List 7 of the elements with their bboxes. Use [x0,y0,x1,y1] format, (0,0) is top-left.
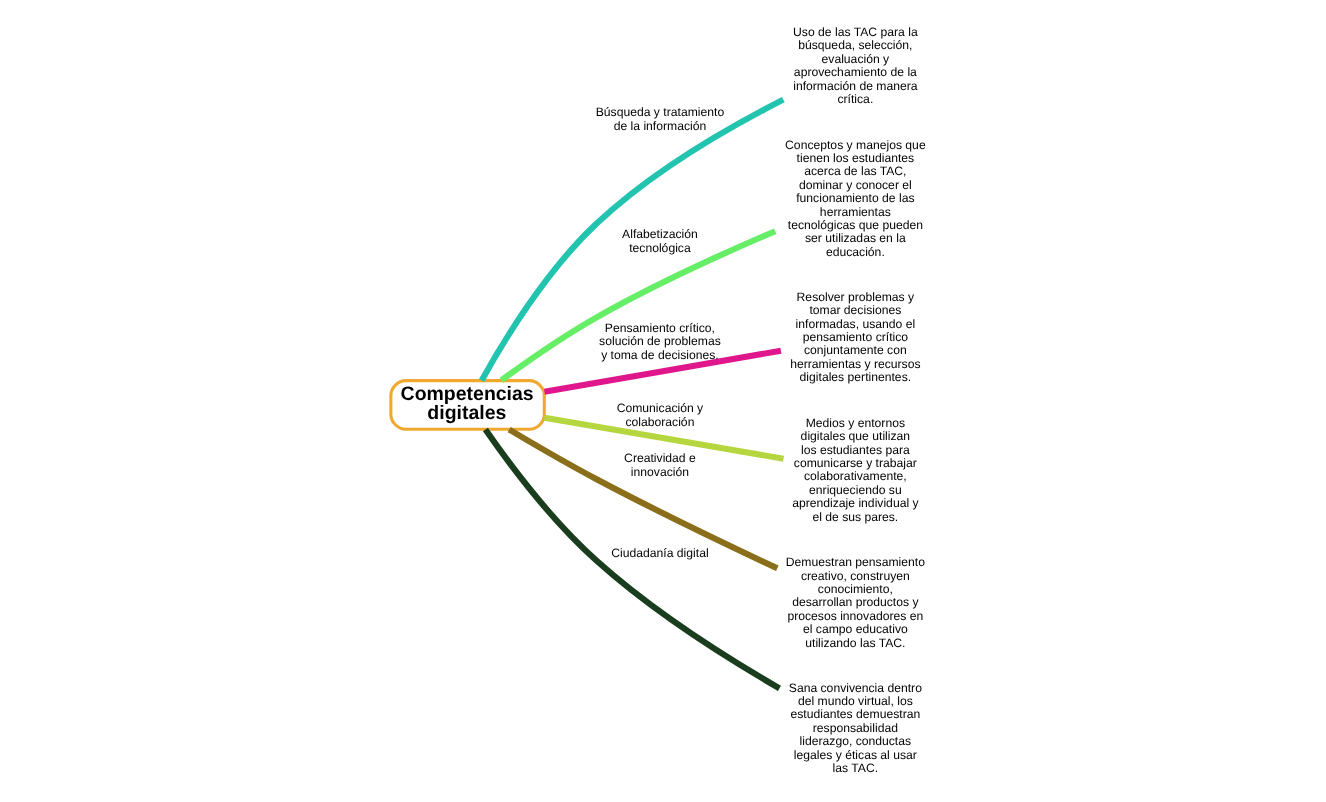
connector [543,347,782,395]
connector [543,414,785,462]
node-box: Competencias digitales [389,379,546,431]
connector [507,426,779,571]
connector [482,427,781,691]
connector [479,96,785,383]
connector [499,228,777,383]
